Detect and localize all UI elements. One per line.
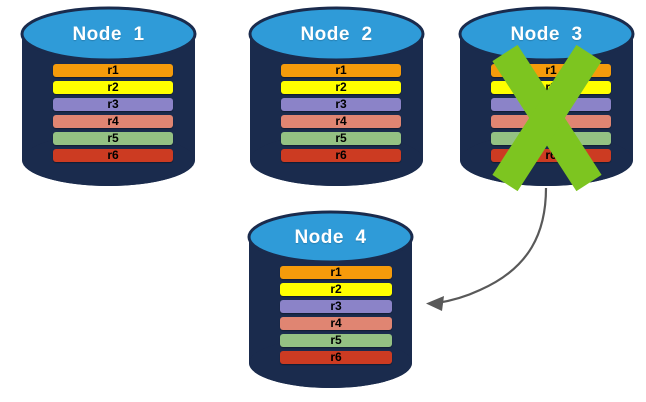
row-r6[interactable]: r6 — [491, 149, 611, 162]
row-r3[interactable]: r3 — [491, 98, 611, 111]
row-r3-label: r3 — [545, 97, 557, 111]
row-r6-label: r6 — [335, 148, 347, 162]
row-r3-label: r3 — [107, 97, 119, 111]
row-r1[interactable]: r1 — [491, 64, 611, 77]
row-r6[interactable]: r6 — [280, 351, 392, 364]
node-1-cylinder[interactable]: Node 1 r1 r2 r3 r4 r5 r6 — [20, 6, 197, 187]
row-r1[interactable]: r1 — [280, 266, 392, 279]
row-r4[interactable]: r4 — [281, 115, 401, 128]
row-r1[interactable]: r1 — [53, 64, 173, 77]
row-r2-label: r2 — [330, 282, 342, 296]
row-r2-label: r2 — [545, 80, 557, 94]
row-r2[interactable]: r2 — [491, 81, 611, 94]
node-1-title: Node 1 — [72, 24, 145, 45]
row-r4[interactable]: r4 — [280, 317, 392, 330]
row-r5[interactable]: r5 — [280, 334, 392, 347]
row-r1-label: r1 — [545, 63, 557, 77]
row-r6-label: r6 — [545, 148, 557, 162]
row-r2[interactable]: r2 — [280, 283, 392, 296]
node-2-cylinder[interactable]: Node 2 r1 r2 r3 r4 r5 r6 — [248, 6, 425, 187]
row-r4[interactable]: r4 — [53, 115, 173, 128]
row-r5[interactable]: r5 — [53, 132, 173, 145]
row-r4-label: r4 — [107, 114, 119, 128]
node-4-cylinder[interactable]: Node 4 r1 r2 r3 r4 r5 r6 — [247, 210, 414, 388]
node-4-title: Node 4 — [294, 227, 367, 248]
row-r5-label: r5 — [107, 131, 119, 145]
row-r6[interactable]: r6 — [53, 149, 173, 162]
row-r1-label: r1 — [330, 265, 342, 279]
row-r2[interactable]: r2 — [281, 81, 401, 94]
row-r5[interactable]: r5 — [281, 132, 401, 145]
row-r2[interactable]: r2 — [53, 81, 173, 94]
row-r5-label: r5 — [330, 333, 342, 347]
row-r1[interactable]: r1 — [281, 64, 401, 77]
row-r6-label: r6 — [330, 350, 342, 364]
row-r5[interactable]: r5 — [491, 132, 611, 145]
row-r1-label: r1 — [107, 63, 119, 77]
node-4-rows: r1 r2 r3 r4 r5 r6 — [280, 266, 392, 364]
row-r6-label: r6 — [107, 148, 119, 162]
node-2-rows: r1 r2 r3 r4 r5 r6 — [281, 64, 401, 162]
row-r5-label: r5 — [545, 131, 557, 145]
node-3-cylinder[interactable]: Node 3 r1 r2 r3 r4 r5 r6 — [458, 6, 635, 187]
node-2-title: Node 2 — [300, 24, 373, 45]
row-r6[interactable]: r6 — [281, 149, 401, 162]
row-r3[interactable]: r3 — [281, 98, 401, 111]
row-r4-label: r4 — [335, 114, 347, 128]
row-r4-label: r4 — [545, 114, 557, 128]
row-r3[interactable]: r3 — [53, 98, 173, 111]
row-r2-label: r2 — [107, 80, 119, 94]
node-1-rows: r1 r2 r3 r4 r5 r6 — [53, 64, 173, 162]
node-3-rows: r1 r2 r3 r4 r5 r6 — [491, 64, 611, 162]
row-r1-label: r1 — [335, 63, 347, 77]
row-r3[interactable]: r3 — [280, 300, 392, 313]
row-r4[interactable]: r4 — [491, 115, 611, 128]
row-r5-label: r5 — [335, 131, 347, 145]
row-r2-label: r2 — [335, 80, 347, 94]
node-3-title: Node 3 — [510, 24, 583, 45]
row-r3-label: r3 — [335, 97, 347, 111]
row-r4-label: r4 — [330, 316, 342, 330]
row-r3-label: r3 — [330, 299, 342, 313]
